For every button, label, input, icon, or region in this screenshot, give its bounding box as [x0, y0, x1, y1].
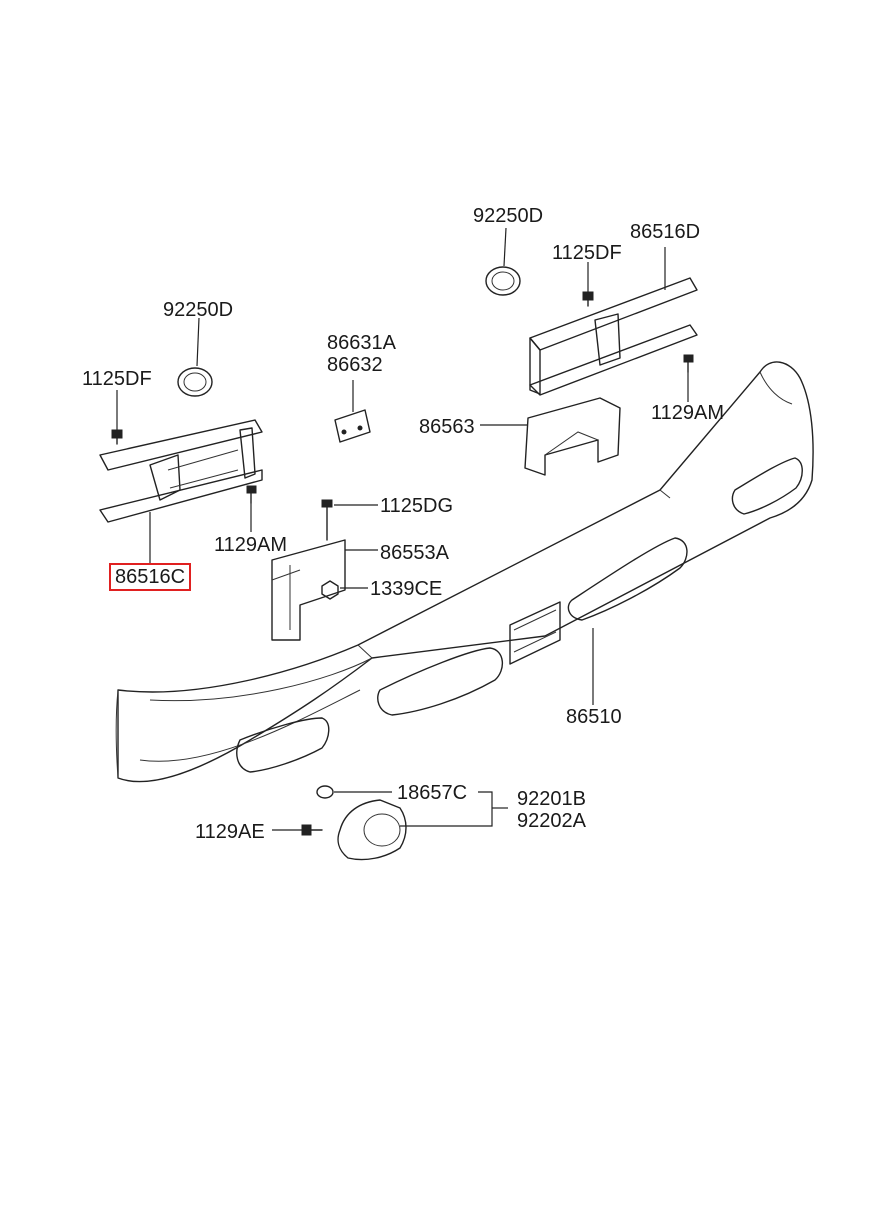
bolt-1129AM-right [683, 354, 694, 402]
label-1339CE: 1339CE [370, 578, 443, 600]
plate-86631A [334, 380, 371, 443]
bolt-1125DF-left [111, 390, 123, 445]
label-92201B: 92201B [517, 788, 586, 810]
bracket-86553A [271, 539, 378, 641]
bolt-1129AM-left [246, 485, 257, 532]
label-86631A: 86631A [327, 332, 396, 354]
bracket-86516D [529, 247, 698, 396]
label-1129AE: 1129AE [195, 821, 265, 843]
foglamp-92201B [337, 791, 508, 861]
bolt-1125DG [321, 499, 378, 541]
bracket-86516C [99, 419, 263, 565]
label-92250D-left: 92250D [163, 299, 234, 321]
bumper-86510 [115, 361, 814, 783]
label-1129AM-left: 1129AM [214, 534, 288, 556]
label-92250D-right: 92250D [473, 205, 544, 227]
label-86553A: 86553A [380, 542, 449, 564]
label-1129AM-right: 1129AM [651, 402, 725, 424]
screw-1129AE [272, 824, 323, 836]
label-86563: 86563 [419, 416, 475, 438]
label-1125DF-right: 1125DF [552, 242, 622, 264]
bolt-1125DF-right [582, 262, 594, 307]
label-86516C-highlighted[interactable]: 86516C [109, 563, 192, 591]
nut-1339CE [321, 580, 368, 600]
label-18657C: 18657C [397, 782, 468, 804]
label-86516D: 86516D [630, 221, 701, 243]
label-92202A: 92202A [517, 810, 586, 832]
seal-92250D-right [485, 227, 521, 296]
label-1125DF-left: 1125DF [82, 368, 152, 390]
label-1125DG: 1125DG [380, 495, 454, 517]
seal-92250D-left [177, 317, 213, 397]
label-86510: 86510 [566, 706, 622, 728]
bulb-18657C [316, 785, 392, 799]
label-86632: 86632 [327, 354, 383, 376]
bracket-86563 [480, 397, 621, 476]
